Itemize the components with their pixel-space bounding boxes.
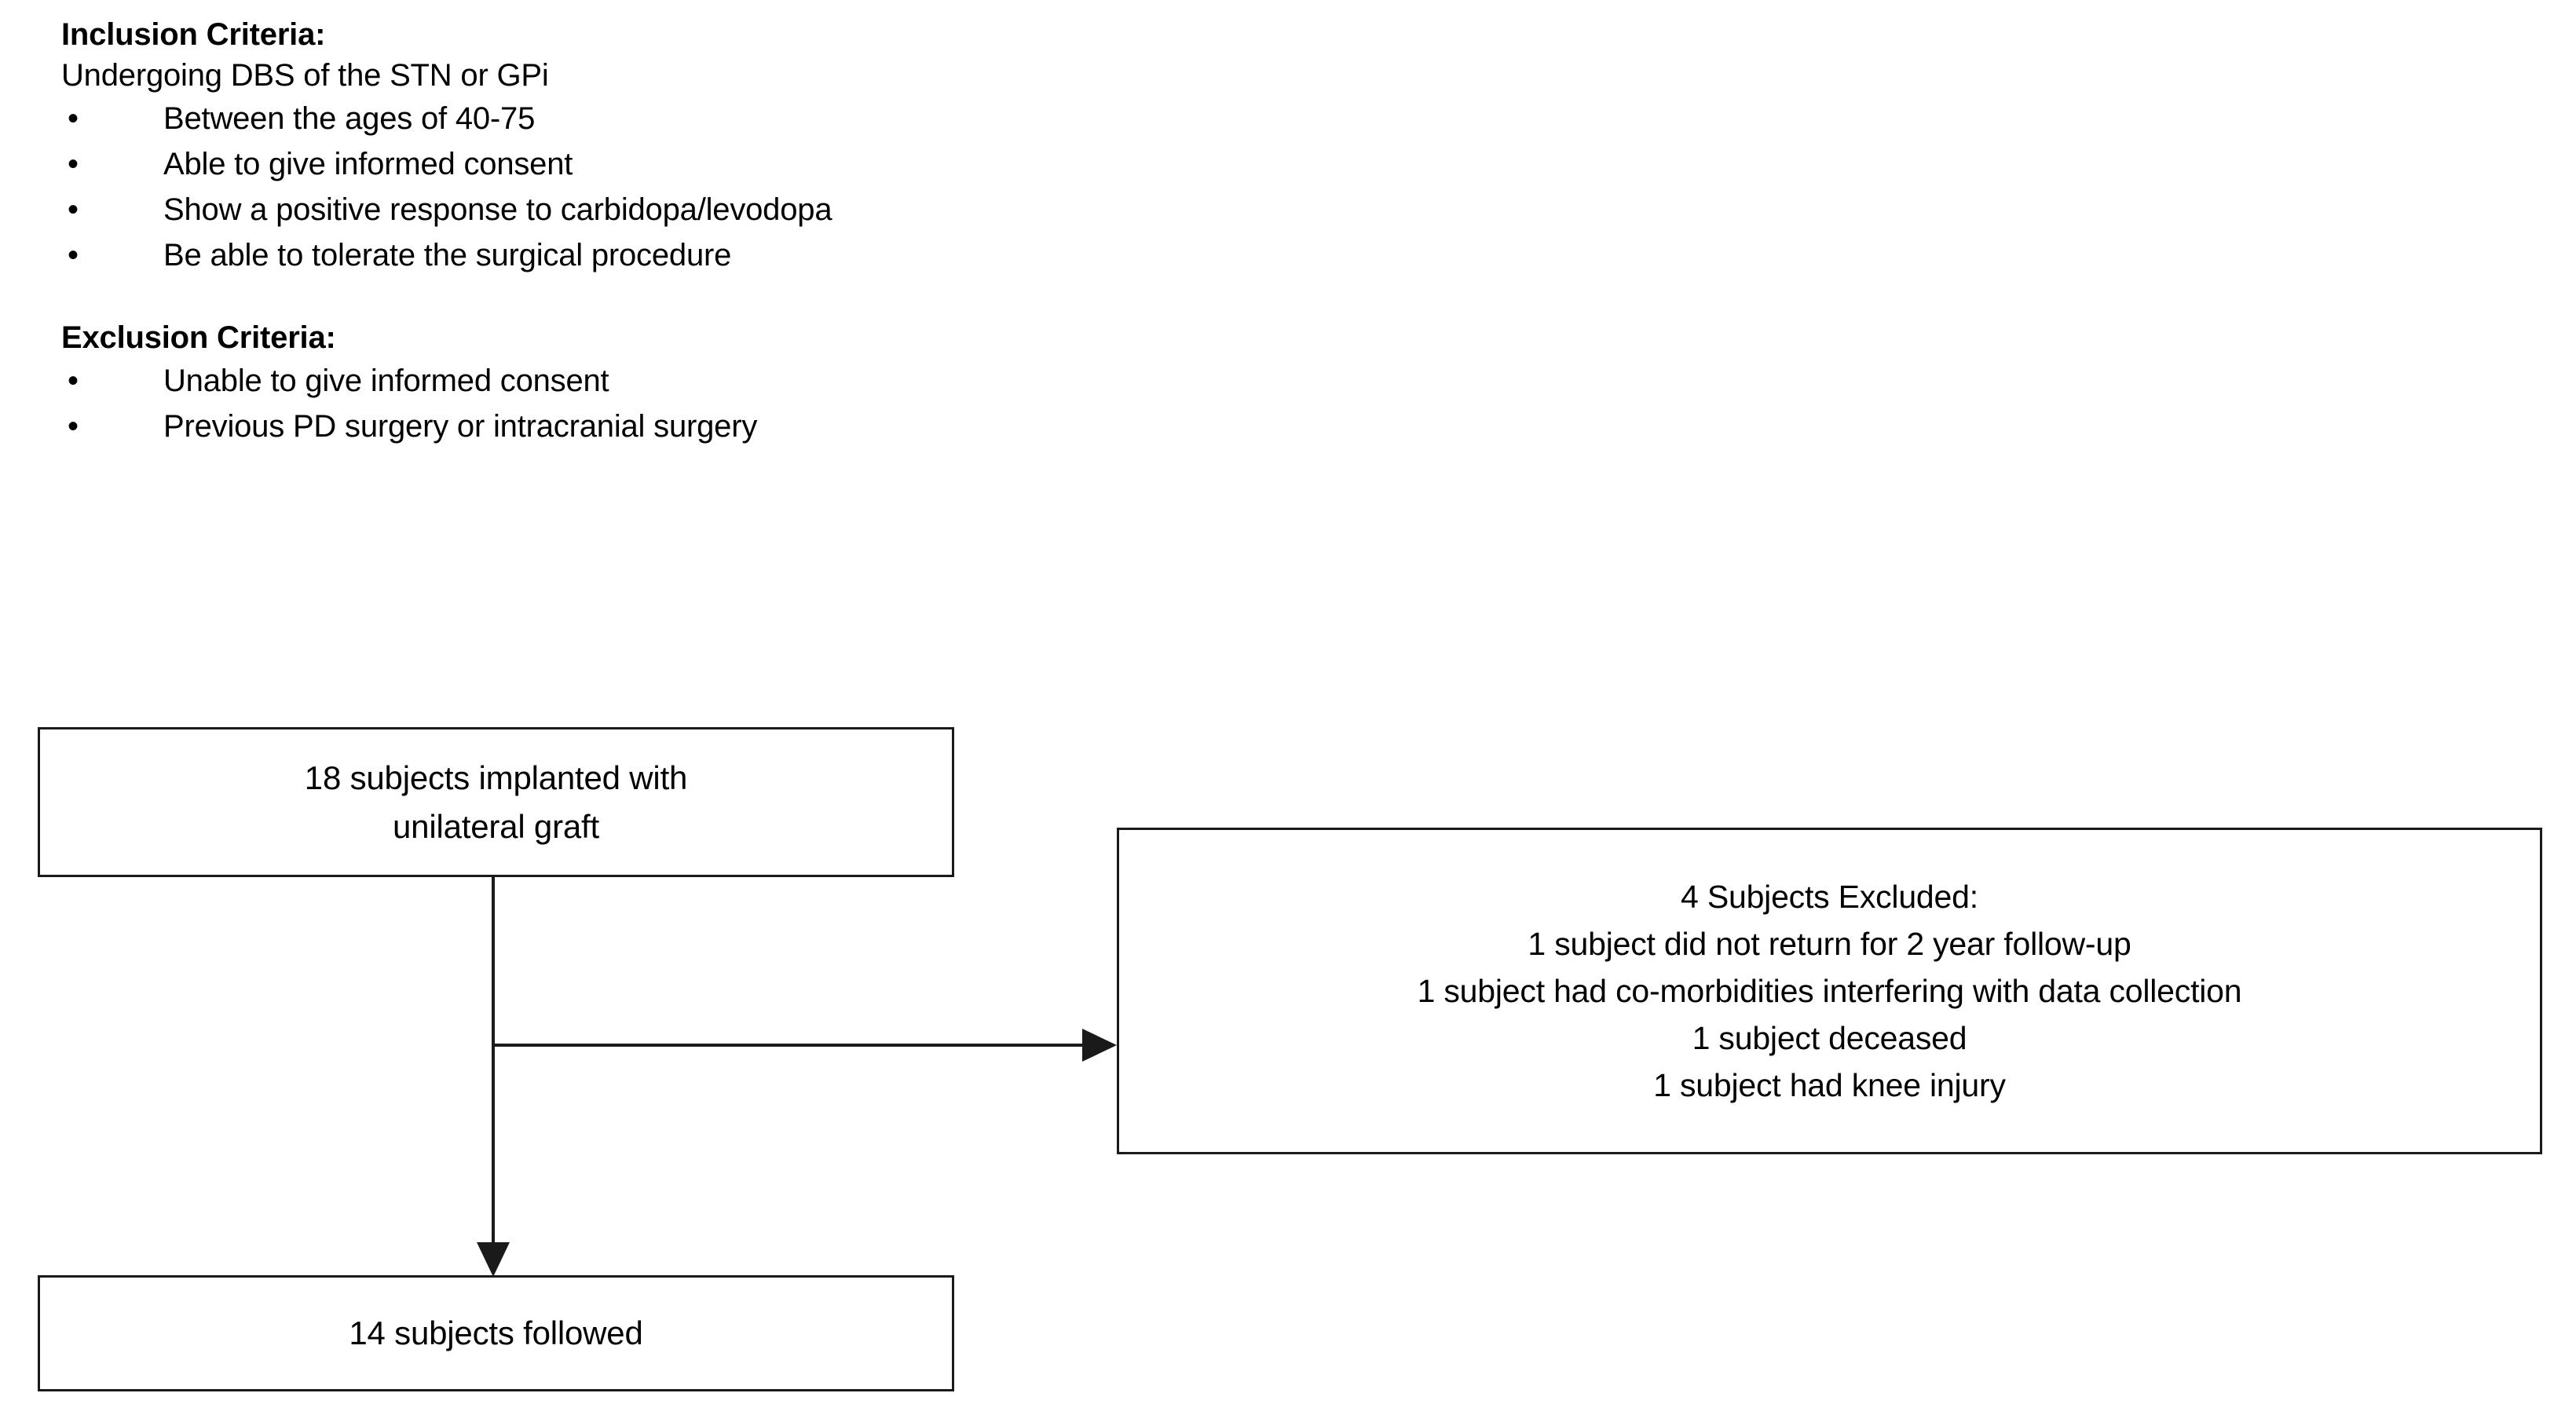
exclusion-criteria-heading: Exclusion Criteria: bbox=[61, 320, 336, 355]
list-item: • Be able to tolerate the surgical proce… bbox=[61, 232, 1396, 278]
flow-box-followed-line1: 14 subjects followed bbox=[349, 1314, 643, 1351]
inclusion-criteria-subline: Undergoing DBS of the STN or GPi bbox=[61, 58, 549, 93]
bullet-icon: • bbox=[68, 364, 79, 398]
list-item-label: Between the ages of 40-75 bbox=[163, 101, 536, 136]
flow-box-implanted-line1: 18 subjects implanted with bbox=[304, 759, 688, 796]
list-item-label: Unable to give informed consent bbox=[163, 364, 609, 398]
inclusion-criteria-list: • Between the ages of 40-75 • Able to gi… bbox=[61, 96, 1396, 278]
flow-box-implanted: 18 subjects implanted with unilateral gr… bbox=[38, 727, 954, 877]
list-item: • Able to give informed consent bbox=[61, 141, 1396, 187]
list-item: • Unable to give informed consent bbox=[61, 358, 1396, 404]
connector-horizontal-line bbox=[493, 1044, 1090, 1047]
list-item-label: Be able to tolerate the surgical procedu… bbox=[163, 238, 732, 272]
list-item-label: Previous PD surgery or intracranial surg… bbox=[163, 409, 758, 444]
arrowhead-down-icon bbox=[477, 1242, 510, 1277]
flow-box-implanted-line2: unilateral graft bbox=[393, 807, 599, 845]
flow-box-implanted-text: 18 subjects implanted with unilateral gr… bbox=[304, 754, 688, 851]
inclusion-criteria-heading: Inclusion Criteria: bbox=[61, 17, 326, 52]
list-item: • Previous PD surgery or intracranial su… bbox=[61, 404, 1396, 449]
bullet-icon: • bbox=[68, 101, 79, 136]
bullet-icon: • bbox=[68, 192, 79, 227]
flow-box-excluded-line3: 1 subject had co-morbidities interfering… bbox=[1417, 973, 2242, 1009]
bullet-icon: • bbox=[68, 409, 79, 444]
flow-box-followed-text: 14 subjects followed bbox=[349, 1309, 642, 1358]
flow-box-excluded: 4 Subjects Excluded: 1 subject did not r… bbox=[1117, 828, 2542, 1154]
exclusion-criteria-list: • Unable to give informed consent • Prev… bbox=[61, 358, 1396, 449]
list-item: • Show a positive response to carbidopa/… bbox=[61, 187, 1396, 232]
flow-box-followed: 14 subjects followed bbox=[38, 1275, 954, 1391]
bullet-icon: • bbox=[68, 238, 79, 272]
connector-vertical-line bbox=[492, 877, 495, 1254]
arrowhead-right-icon bbox=[1082, 1029, 1117, 1062]
flow-box-excluded-line5: 1 subject had knee injury bbox=[1653, 1067, 2006, 1103]
list-item: • Between the ages of 40-75 bbox=[61, 96, 1396, 141]
flow-box-excluded-line4: 1 subject deceased bbox=[1692, 1020, 1967, 1056]
list-item-label: Able to give informed consent bbox=[163, 147, 573, 181]
flow-box-excluded-text: 4 Subjects Excluded: 1 subject did not r… bbox=[1418, 873, 2242, 1109]
bullet-icon: • bbox=[68, 147, 79, 181]
section-spacer bbox=[61, 278, 1396, 317]
list-item-label: Show a positive response to carbidopa/le… bbox=[163, 192, 832, 227]
flow-box-excluded-line2: 1 subject did not return for 2 year foll… bbox=[1528, 926, 2131, 962]
flow-box-excluded-line1: 4 Subjects Excluded: bbox=[1681, 879, 1978, 915]
criteria-block: Inclusion Criteria: Undergoing DBS of th… bbox=[61, 14, 1396, 449]
